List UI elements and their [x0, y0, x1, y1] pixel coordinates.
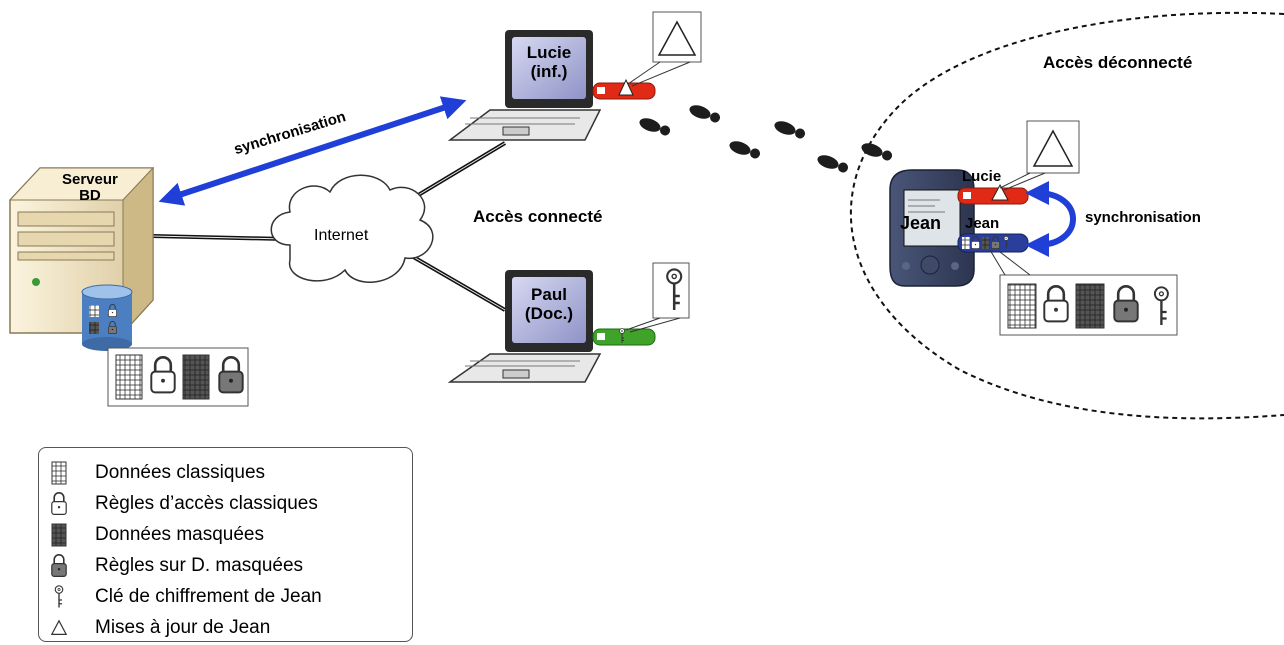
internet-label: Internet [314, 227, 369, 244]
legend-text: Clé de chiffrement de Jean [95, 586, 322, 607]
database-icon [81, 284, 133, 351]
paul-screen-line1: Paul [531, 285, 567, 304]
legend-item-masked-data: Données masquées [39, 521, 409, 551]
grid-icon [51, 461, 67, 485]
internet-lucie-cable [408, 141, 507, 202]
legend-text: Règles d’accès classiques [95, 493, 318, 514]
lock-dark-icon [51, 554, 67, 578]
internet-paul-cable [408, 253, 507, 312]
lucie-screen-line2: (inf.) [530, 61, 568, 81]
lucie-laptop [447, 30, 602, 141]
key-icon [54, 585, 64, 609]
server-label-line1: Serveur [62, 171, 118, 188]
lucie-usb-key-pda [957, 183, 1029, 205]
lock-open-icon [51, 492, 67, 516]
connected-access-label: Accès connecté [473, 207, 603, 226]
jean-pda [889, 169, 975, 287]
jean-key-label: Jean [965, 215, 1000, 232]
paul-usb-key [592, 328, 656, 346]
server-label: Serveur BD [62, 172, 118, 204]
legend-item-encryption-key: Clé de chiffrement de Jean [39, 583, 409, 613]
legend-item-classic-rules: Règles d’accès classiques [39, 490, 409, 520]
jean-usb-key [957, 233, 1029, 253]
server-label-line2: BD [79, 186, 101, 204]
triangle-callout-pda [999, 120, 1080, 191]
triangle-icon [51, 619, 67, 635]
legend-text: Mises à jour de Jean [95, 617, 271, 638]
legend-box: Données classiques Règles d’accès classi… [38, 447, 413, 642]
key-callout-paul [625, 262, 690, 333]
lucie-key-label: Lucie [962, 168, 1002, 185]
disconnected-access-label: Accès déconnecté [1043, 53, 1193, 72]
server-internet-cable [151, 234, 286, 241]
sync-arrow-main [158, 96, 467, 206]
legend-text: Données masquées [95, 524, 264, 545]
paul-laptop [447, 270, 602, 383]
internet-cloud [270, 174, 434, 283]
legend-text: Règles sur D. masquées [95, 555, 304, 576]
footprints [637, 102, 894, 175]
sync-label-pda: synchronisation [1085, 209, 1201, 226]
lucie-usb-key [592, 78, 656, 100]
sync-arrow-pda [1025, 181, 1076, 257]
legend-item-masked-rules: Règles sur D. masquées [39, 552, 409, 582]
legend-item-classic-data: Données classiques [39, 459, 409, 489]
triangle-callout-lucie [627, 11, 702, 87]
paul-screen-label: Paul (Doc.) [512, 285, 586, 323]
paul-screen-line2: (Doc.) [524, 303, 574, 323]
server-contents-box [107, 347, 249, 407]
lucie-screen-line1: Lucie [526, 43, 572, 62]
jean-contents-box [989, 249, 1178, 336]
disconnected-region-boundary [850, 11, 1284, 420]
legend-text: Données classiques [95, 462, 266, 483]
lucie-screen-label: Lucie (inf.) [512, 43, 586, 81]
jean-device-label: Jean [900, 213, 942, 233]
grid-dark-icon [51, 523, 67, 547]
legend-item-updates: Mises à jour de Jean [39, 614, 409, 644]
